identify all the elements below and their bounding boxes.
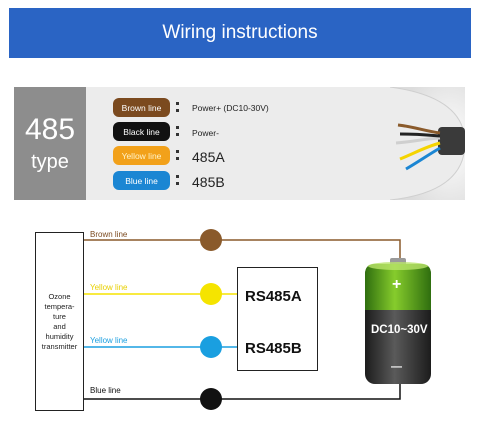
pill-yellow-line: Yellow line	[113, 146, 170, 165]
transmitter-box: Ozone tempera- ture and humidity transmi…	[35, 232, 84, 411]
page-title: Wiring instructions	[162, 22, 318, 43]
pill-blue-line: Blue line	[113, 171, 170, 190]
desc-power-plus: Power+ (DC10-30V)	[192, 103, 269, 113]
separator-dot	[176, 102, 179, 105]
separator-dot	[176, 109, 179, 112]
battery-minus: —	[391, 361, 402, 373]
desc-485a: 485A	[192, 149, 225, 165]
battery-voltage: DC10~30V	[371, 324, 428, 336]
type-word: type	[31, 150, 69, 173]
header-banner: Wiring instructions	[9, 8, 471, 58]
pill-brown-line: Brown line	[113, 98, 170, 117]
type-badge: 485 type	[14, 87, 86, 200]
desc-power-minus: Power-	[192, 128, 219, 138]
label-blue-line: Blue line	[90, 386, 121, 395]
battery-plus: +	[392, 276, 402, 293]
desc-485b: 485B	[192, 174, 225, 190]
wire-black-line	[84, 382, 401, 400]
separator-dot	[176, 175, 179, 178]
cable-illustration	[370, 87, 465, 200]
node-black	[200, 388, 222, 410]
type-number: 485	[24, 112, 76, 146]
separator-dot	[176, 150, 179, 153]
wire-brown	[397, 123, 441, 135]
pill-black-line: Black line	[113, 122, 170, 141]
label-blue-wire-line: Yellow line	[90, 336, 128, 345]
node-yellow	[200, 283, 222, 305]
wire-black	[399, 132, 441, 138]
wiring-diagram	[84, 229, 431, 410]
separator-dot	[176, 157, 179, 160]
transmitter-label: Ozone tempera- ture and humidity transmi…	[41, 291, 78, 351]
separator-dot	[176, 126, 179, 129]
separator-dot	[176, 182, 179, 185]
wire-blue	[405, 146, 441, 171]
cable-jacket	[438, 127, 465, 155]
node-blue	[200, 336, 222, 358]
label-yellow-line: Yellow line	[90, 283, 128, 292]
separator-dot	[176, 133, 179, 136]
rs485-box	[237, 267, 318, 371]
node-brown	[200, 229, 222, 251]
wire-brown-line	[84, 239, 401, 260]
wire-yellow	[399, 141, 441, 161]
label-brown-line: Brown line	[90, 230, 128, 239]
battery-icon	[365, 258, 431, 384]
rs485a-label: RS485A	[245, 288, 302, 305]
rs485b-label: RS485B	[245, 340, 302, 357]
